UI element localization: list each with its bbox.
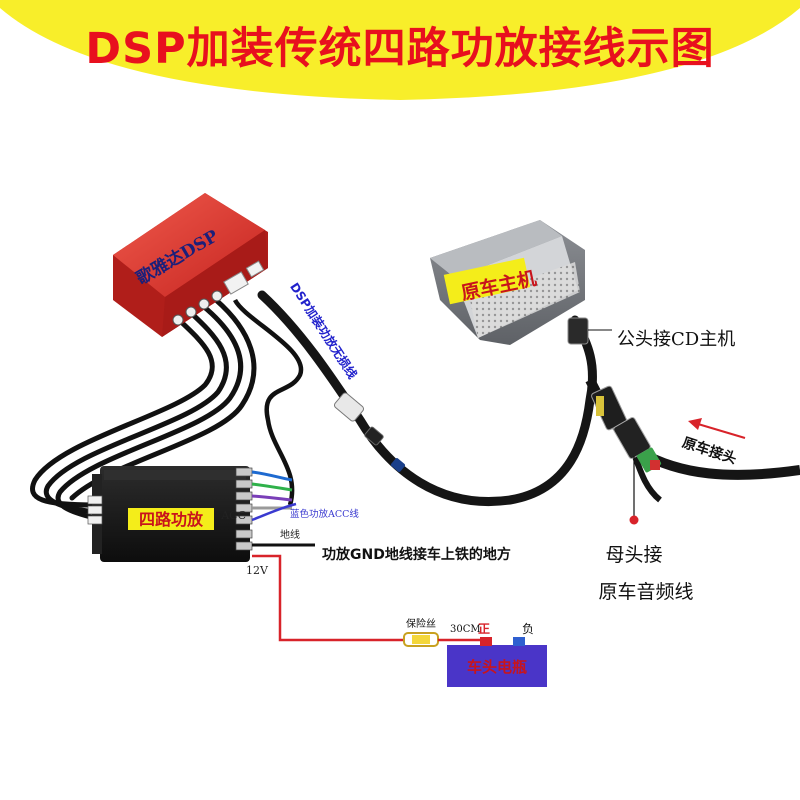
amp-label: 四路功放 bbox=[139, 510, 204, 529]
positive-label: 正 bbox=[478, 622, 490, 636]
acc-label: ACC bbox=[220, 509, 246, 522]
fuse bbox=[404, 633, 438, 646]
fuse-label: 保险丝 bbox=[406, 617, 436, 630]
acc-wire-label: 蓝色功放ACC线 bbox=[290, 508, 359, 520]
negative-label: 负 bbox=[522, 622, 534, 636]
ground-note: 功放GND地线接车上铁的地方 bbox=[322, 546, 511, 563]
inline-connector bbox=[333, 392, 406, 473]
car-connector-label: 原车接头 bbox=[680, 434, 739, 467]
amp-wires bbox=[252, 472, 292, 508]
female-connector-label-2: 原车音频线 bbox=[598, 581, 693, 603]
car-connector-arrow bbox=[688, 418, 745, 438]
female-connector-label-1: 母头接 bbox=[605, 544, 662, 566]
length-label: 30CM bbox=[450, 624, 481, 635]
battery-label: 车头电瓶 bbox=[467, 658, 527, 676]
male-connector-label: 公头接CD主机 bbox=[617, 329, 735, 350]
v12-label: 12V bbox=[246, 564, 269, 577]
ground-label: 地线 bbox=[280, 528, 300, 541]
power-wire bbox=[252, 556, 420, 640]
harness-cable bbox=[262, 295, 592, 502]
